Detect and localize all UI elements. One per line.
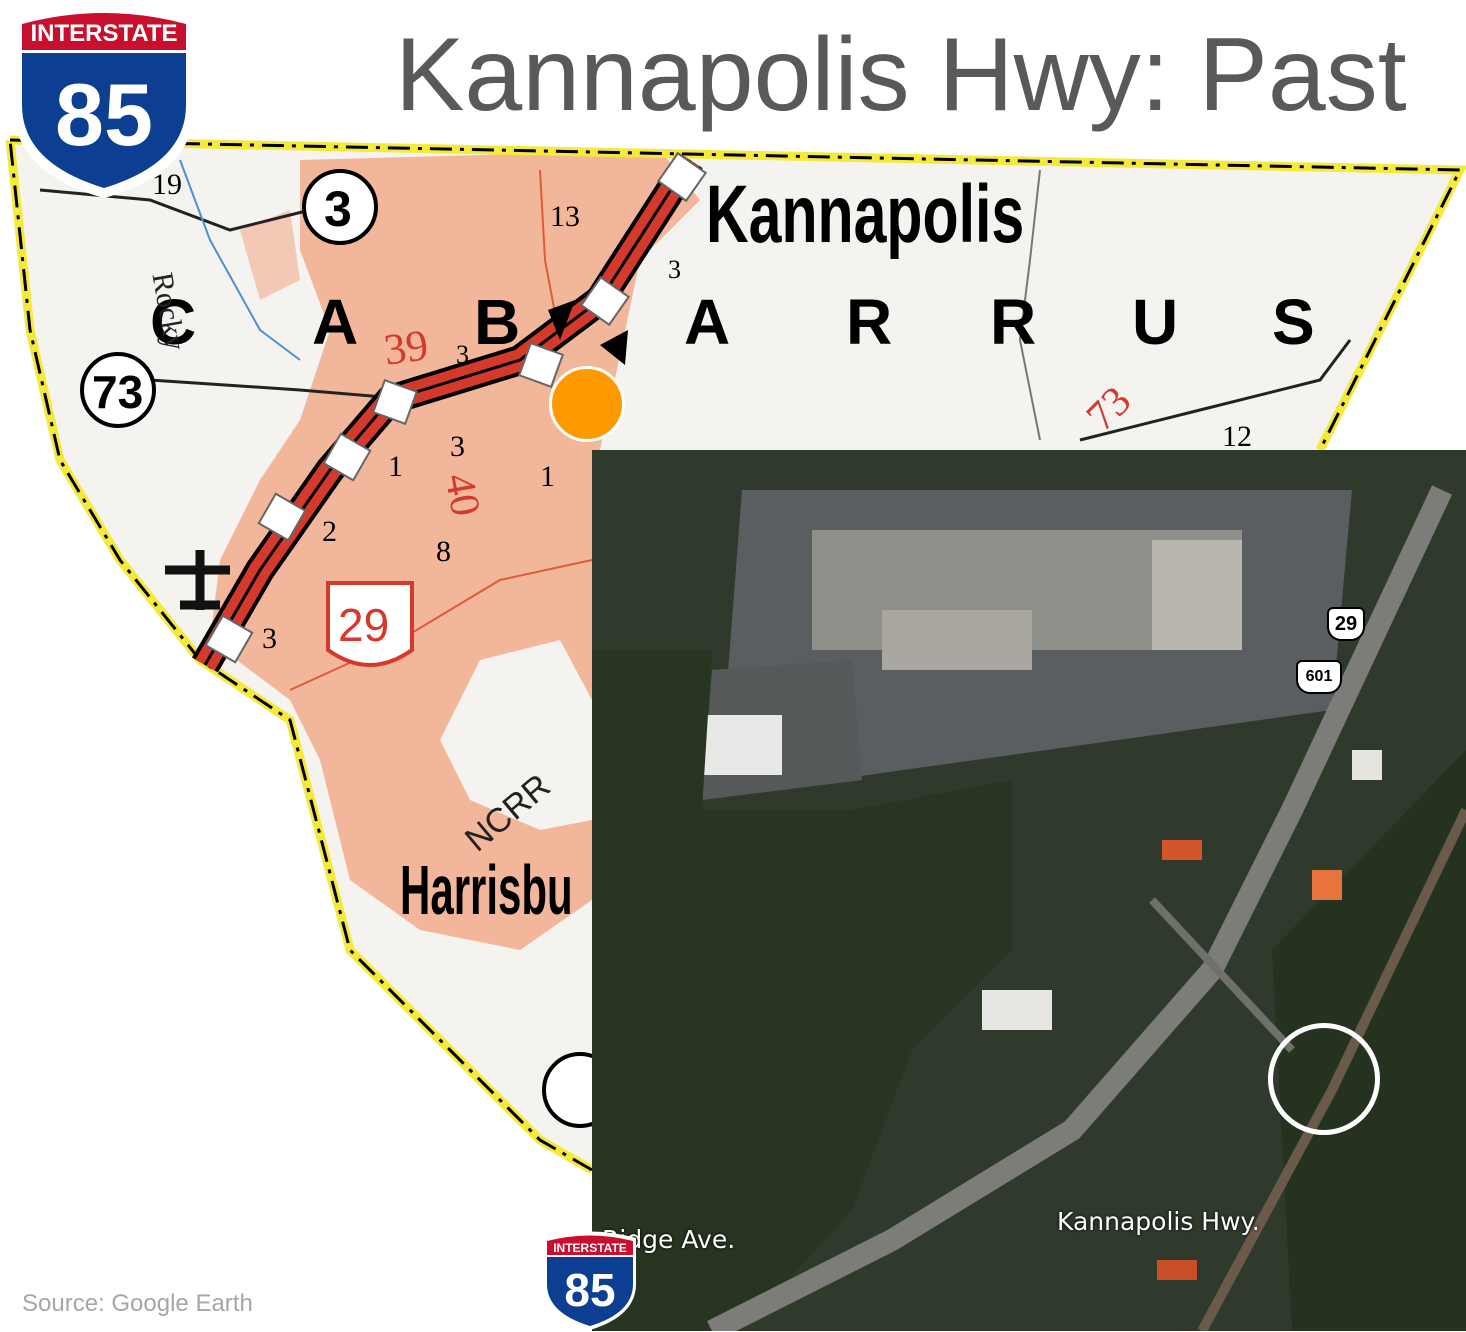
- us-601-number: 601: [1305, 668, 1333, 685]
- route-29-shield: [326, 581, 414, 667]
- county-letter: S: [1272, 286, 1315, 358]
- aerial-imagery: [592, 450, 1466, 1331]
- mile-1: 1: [388, 450, 403, 483]
- county-letter: R: [990, 286, 1037, 358]
- route-3-number: 3: [324, 181, 352, 237]
- small-shield-number: 85: [564, 1264, 615, 1316]
- small-shield-top-text: INTERSTATE: [553, 1241, 627, 1255]
- label-kannapolis-hwy: Kannapolis Hwy.: [1057, 1207, 1260, 1236]
- interchange-markers: [204, 151, 708, 664]
- county-letter: R: [846, 286, 893, 358]
- county-letter: U: [1132, 286, 1179, 358]
- mile-3: 3: [456, 340, 469, 369]
- county-letter: A: [684, 286, 731, 358]
- city-label-kannapolis: Kannapolis: [706, 169, 1025, 260]
- city-label-harrisburg: Harrisbu: [400, 851, 573, 929]
- page-title: Kannapolis Hwy: Past: [395, 17, 1407, 133]
- red-label-40: 40: [435, 470, 489, 520]
- mile-3: 3: [262, 622, 277, 655]
- mile-2: 2: [322, 515, 337, 548]
- highlight-circle: [1268, 1023, 1380, 1135]
- mile-12: 12: [1222, 420, 1252, 453]
- location-marker[interactable]: [549, 366, 625, 442]
- county-letter: C: [150, 286, 197, 358]
- shield-top-text: INTERSTATE: [30, 20, 177, 47]
- mile-8: 8: [436, 535, 451, 568]
- source-caption: Source: Google Earth: [22, 1290, 253, 1317]
- mile-3: 3: [668, 255, 681, 284]
- mile-1: 1: [540, 460, 555, 493]
- route-73-number: 73: [92, 366, 144, 418]
- us-29-number: 29: [1334, 613, 1358, 635]
- route-73-marker: [80, 352, 156, 428]
- aerial-photo: 29 601 Ridge Ave. Kannapolis Hwy.: [592, 450, 1466, 1331]
- route-3-marker: [302, 169, 378, 245]
- interstate-85-shield-icon: INTERSTATE 85: [13, 4, 195, 199]
- county-letter: A: [312, 286, 359, 358]
- red-label-39: 39: [380, 320, 432, 375]
- county-letter: B: [474, 286, 521, 358]
- us-601-shield: 601: [1296, 660, 1342, 694]
- airport-icon: [165, 550, 230, 610]
- interstate-85-small-shield-icon: INTERSTATE 85: [544, 1231, 636, 1330]
- mile-3: 3: [450, 430, 465, 463]
- shield-number: 85: [55, 65, 153, 164]
- route-29-number: 29: [338, 599, 390, 651]
- mile-13: 13: [550, 200, 580, 233]
- us-29-shield: 29: [1327, 607, 1365, 641]
